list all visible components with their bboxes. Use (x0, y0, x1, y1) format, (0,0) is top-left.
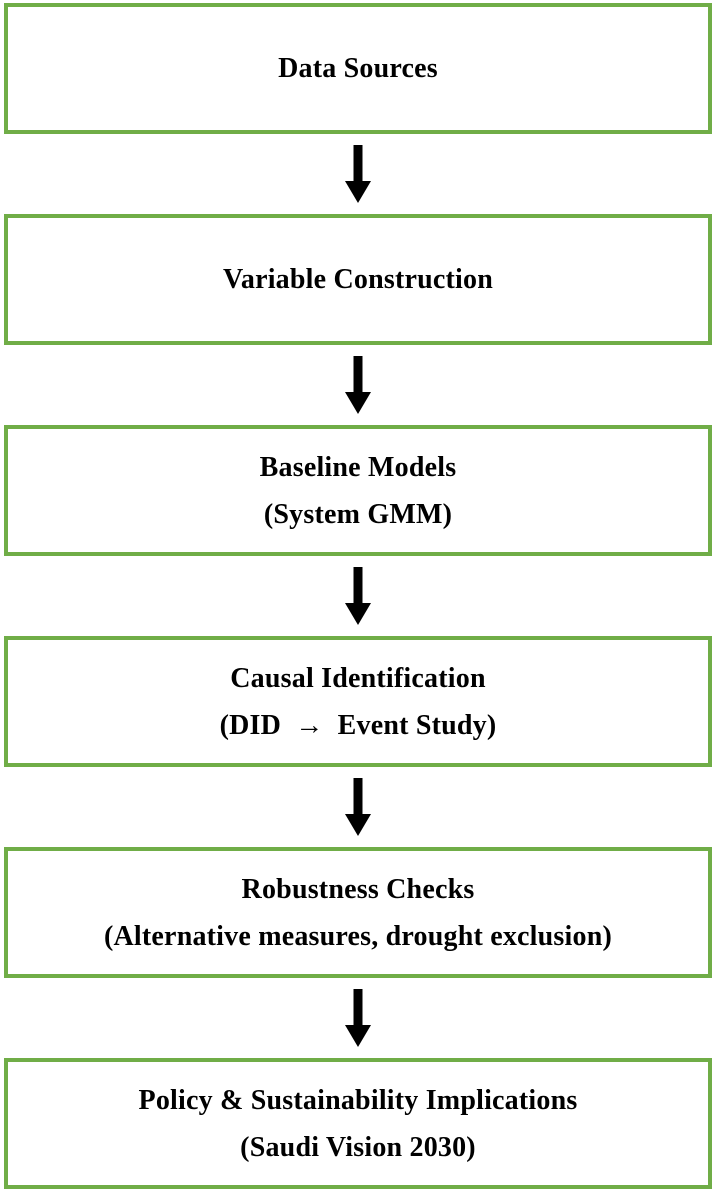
flow-box-variable-construction: Variable Construction (4, 214, 712, 345)
flow-box-causal-identification: Causal Identification (DID → Event Study… (4, 636, 712, 767)
flow-box-baseline-models: Baseline Models (System GMM) (4, 425, 712, 556)
box-title: Baseline Models (259, 451, 457, 483)
box-subtitle: (Saudi Vision 2030) (240, 1131, 476, 1163)
box-subtitle: (System GMM) (263, 498, 453, 530)
box-title: Policy & Sustainability Implications (138, 1084, 578, 1116)
box-title: Robustness Checks (241, 873, 475, 905)
flow-connector-4 (345, 767, 371, 847)
down-arrow-icon (345, 356, 371, 414)
flow-box-policy-implications: Policy & Sustainability Implications (Sa… (4, 1058, 712, 1189)
box-title: Data Sources (278, 53, 438, 84)
flow-connector-1 (345, 134, 371, 214)
flow-box-robustness-checks: Robustness Checks (Alternative measures,… (4, 847, 712, 978)
flow-connector-2 (345, 345, 371, 425)
box-title: Variable Construction (223, 264, 493, 295)
down-arrow-icon (345, 567, 371, 625)
down-arrow-icon (345, 145, 371, 203)
box-title: Causal Identification (230, 662, 486, 694)
flow-connector-5 (345, 978, 371, 1058)
box-subtitle: (Alternative measures, drought exclusion… (103, 920, 613, 952)
box-subtitle: (DID → Event Study) (219, 709, 497, 741)
flow-box-data-sources: Data Sources (4, 3, 712, 134)
flow-connector-3 (345, 556, 371, 636)
down-arrow-icon (345, 989, 371, 1047)
down-arrow-icon (345, 778, 371, 836)
